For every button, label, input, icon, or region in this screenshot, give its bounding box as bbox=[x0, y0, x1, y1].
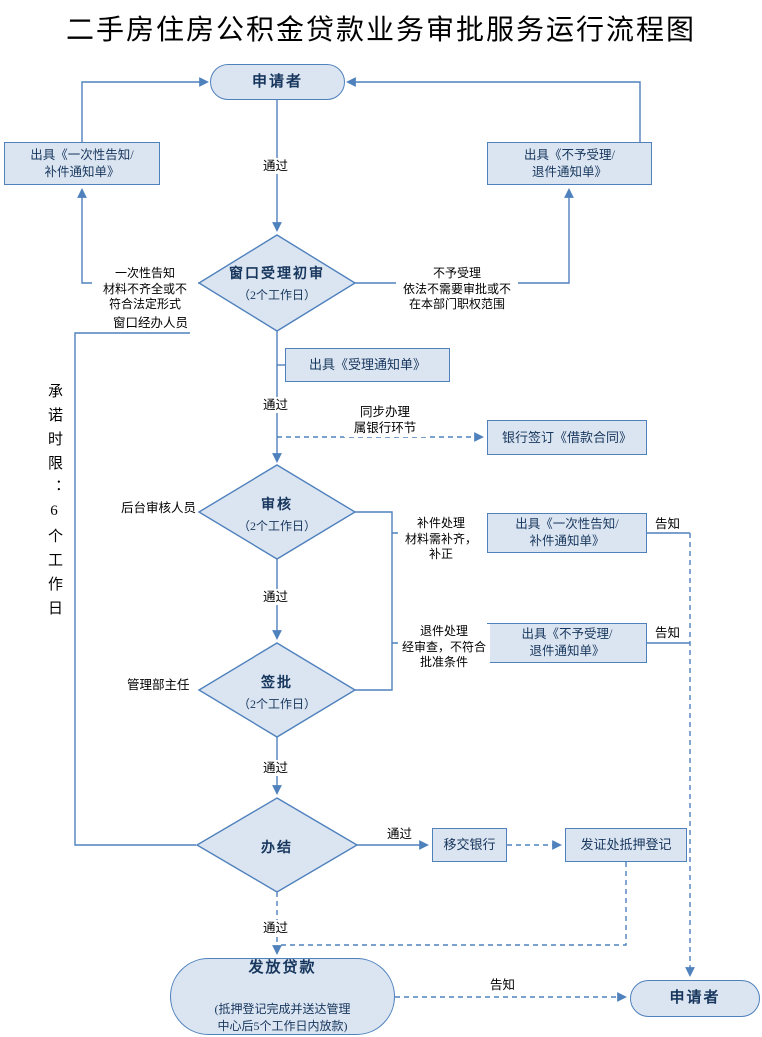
node-reject-notice-mid: 出具《不予受理/ 退件通知单》 bbox=[487, 623, 647, 663]
label-commitment-time: 承诺时限：6个工作日 bbox=[46, 383, 62, 624]
label-onetime-reason: 一次性告知 材料不齐全或不 符合法定形式 bbox=[92, 266, 198, 313]
node-complete: 办结 bbox=[202, 837, 352, 857]
edge-commitment-bracket bbox=[74, 332, 196, 846]
audit-title: 审核 bbox=[261, 498, 293, 513]
node-bank-contract: 银行签订《借款合同》 bbox=[487, 420, 647, 455]
node-onetime-notice-top: 出具《一次性告知/ 补件通知单》 bbox=[4, 142, 160, 185]
label-backend-staff: 后台审核人员 bbox=[120, 500, 198, 517]
label-reject-reason: 不予受理 依法不需要审批或不 在本部门职权范围 bbox=[396, 266, 518, 313]
node-transfer-bank: 移交银行 bbox=[432, 828, 507, 862]
label-pass-3: 通过 bbox=[262, 589, 290, 606]
label-sync-bank: 同步办理 属银行环节 bbox=[344, 404, 426, 437]
sign-duration: （2个工作日） bbox=[237, 697, 316, 711]
complete-title: 办结 bbox=[261, 841, 293, 856]
label-supplement: 补件处理 材料需补齐， 补正 bbox=[398, 516, 484, 563]
label-notify-3: 告知 bbox=[489, 977, 517, 994]
label-notify-2: 告知 bbox=[654, 625, 682, 642]
label-notify-1: 告知 bbox=[654, 516, 682, 533]
label-pass-1: 通过 bbox=[262, 158, 290, 175]
node-applicant-bottom: 申请者 bbox=[630, 980, 760, 1017]
label-pass-4: 通过 bbox=[262, 760, 290, 777]
node-applicant-top: 申请者 bbox=[210, 64, 345, 100]
label-return-process: 退件处理 经审查，不符合 批准条件 bbox=[398, 624, 490, 671]
node-audit: 审核 （2个工作日） bbox=[202, 494, 352, 534]
page-title: 二手房住房公积金贷款业务审批服务运行流程图 bbox=[65, 15, 696, 46]
edge-onetime-box-to-applicant bbox=[81, 77, 209, 142]
label-manager: 管理部主任 bbox=[126, 677, 191, 694]
grant-loan-title: 发放贷款 bbox=[248, 959, 317, 976]
node-sign: 签批 （2个工作日） bbox=[202, 672, 352, 712]
audit-duration: （2个工作日） bbox=[237, 519, 316, 533]
label-window-staff: 窗口经办人员 bbox=[112, 315, 190, 332]
grant-loan-note: (抵押登记完成并送达管理 中心后5个工作日内放款) bbox=[214, 1002, 351, 1034]
complete-diamond bbox=[195, 797, 359, 893]
label-pass-2: 通过 bbox=[262, 397, 290, 414]
node-reject-notice-top: 出具《不予受理/ 退件通知单》 bbox=[487, 142, 652, 185]
sign-diamond bbox=[197, 642, 357, 738]
node-mortgage-register: 发证处抵押登记 bbox=[565, 828, 687, 862]
label-pass-5: 通过 bbox=[386, 826, 414, 843]
edge-reject-box-to-applicant bbox=[346, 77, 641, 142]
edge-audit-sign-bracket bbox=[355, 511, 393, 691]
audit-diamond bbox=[197, 464, 357, 560]
grant-loan-text: 发放贷款 (抵押登记完成并送达管理 中心后5个工作日内放款) bbox=[215, 938, 351, 1037]
window-review-diamond bbox=[197, 234, 357, 332]
node-window-review: 窗口受理初审 （2个工作日） bbox=[202, 263, 352, 303]
edge-mortgage-to-grant-join bbox=[278, 862, 627, 946]
window-review-title: 窗口受理初审 bbox=[229, 267, 325, 282]
node-onetime-notice-mid: 出具《一次性告知/ 补件通知单》 bbox=[487, 513, 647, 553]
node-accept-notice: 出具《受理通知单》 bbox=[285, 348, 450, 382]
sign-title: 签批 bbox=[261, 676, 293, 691]
node-grant-loan: 发放贷款 (抵押登记完成并送达管理 中心后5个工作日内放款) bbox=[170, 958, 395, 1035]
window-review-duration: （2个工作日） bbox=[237, 288, 316, 302]
label-pass-6: 通过 bbox=[262, 920, 290, 937]
